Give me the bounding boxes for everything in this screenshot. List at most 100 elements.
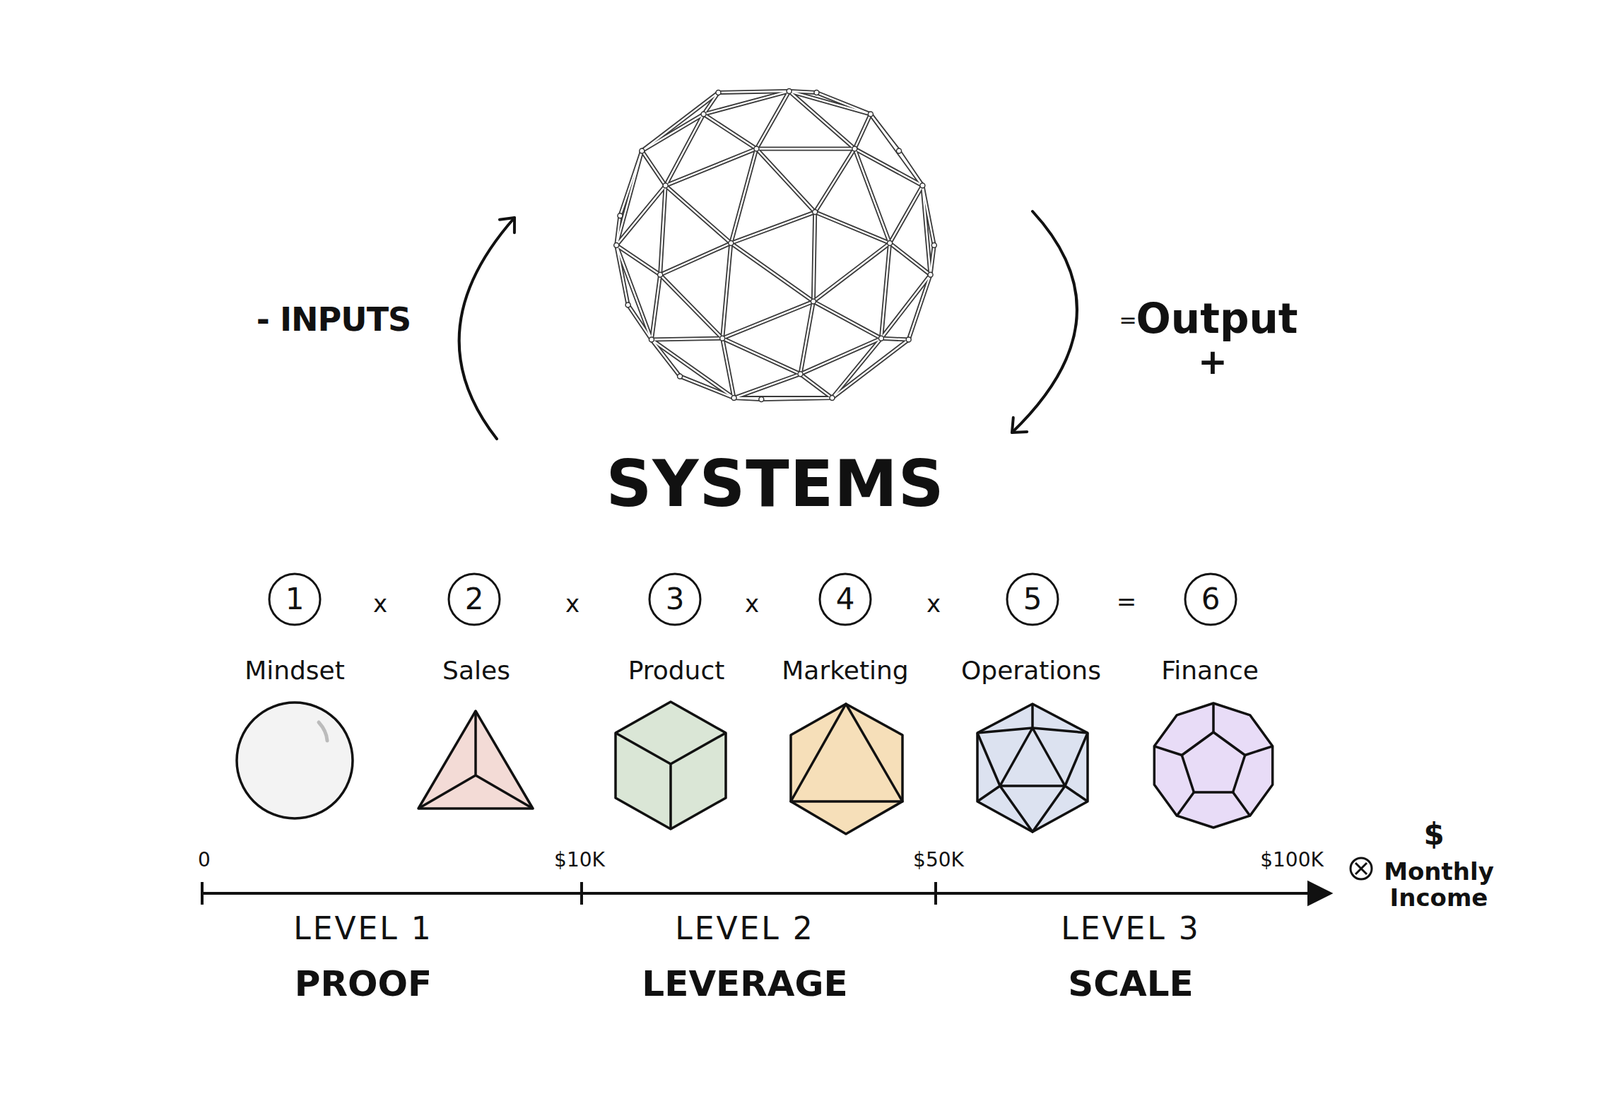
strut — [718, 91, 790, 93]
multiply-sign: x — [373, 590, 388, 617]
equals-sign: = — [1118, 308, 1137, 332]
dodecahedron-edge — [1212, 703, 1215, 733]
strut — [660, 185, 666, 275]
level-name: SCALE — [1067, 964, 1193, 1004]
strut — [665, 185, 732, 244]
geodesic-sphere — [614, 89, 938, 403]
level-number-slot: LEVEL 2 — [674, 911, 815, 946]
diagram-title: SYSTEMS — [605, 448, 945, 519]
strut — [651, 338, 723, 340]
cycle-arrow — [1012, 211, 1078, 433]
number-circle: 2 — [447, 572, 502, 627]
axis-title-slot: Monthly Income — [1371, 858, 1507, 912]
strut — [813, 243, 890, 302]
pillar-label-slot: Marketing — [781, 656, 909, 685]
strut — [730, 212, 815, 244]
strut — [870, 114, 899, 152]
strut — [722, 338, 734, 398]
strut — [870, 114, 899, 152]
strut — [734, 373, 801, 398]
icosahedron-solid — [977, 703, 1088, 832]
strut — [881, 243, 890, 339]
hub — [701, 111, 707, 117]
strut — [616, 245, 628, 305]
hub — [829, 395, 835, 401]
multiply-sign-slot: x — [744, 590, 760, 617]
strut — [703, 114, 757, 150]
strut — [651, 339, 680, 377]
hub — [715, 89, 721, 95]
strut — [889, 243, 931, 275]
strut — [922, 185, 934, 246]
number-circle: 1 — [267, 572, 322, 627]
strut — [703, 114, 757, 150]
multiply-sign: x — [926, 590, 941, 617]
hub — [662, 183, 668, 188]
hub — [754, 146, 760, 152]
strut — [922, 185, 934, 246]
strut — [722, 338, 734, 398]
strut — [641, 92, 719, 152]
pillar-label: Mindset — [244, 656, 345, 685]
cycle-arrow — [459, 217, 515, 439]
level-number-slot: LEVEL 3 — [1060, 911, 1201, 946]
strut — [756, 148, 815, 213]
strut — [881, 338, 909, 340]
circle-outline — [819, 573, 871, 625]
hub — [814, 89, 820, 95]
tick-label-slot: $100K — [1260, 849, 1324, 872]
strut — [816, 92, 870, 115]
tetrahedron-solid — [418, 710, 533, 809]
hub — [657, 272, 663, 278]
strut — [616, 245, 628, 305]
strut — [800, 373, 833, 398]
strut — [641, 114, 704, 152]
number-circle: 6 — [1183, 572, 1238, 627]
strut — [660, 185, 666, 275]
strut — [734, 397, 833, 399]
circle-outline — [1185, 573, 1237, 625]
dodecahedron-edge — [1154, 746, 1182, 756]
tick-label-slot: $50K — [913, 849, 964, 872]
strut — [761, 397, 832, 400]
axis-title: Monthly Income — [1371, 858, 1507, 912]
callout-number: 2 — [465, 583, 485, 616]
strut — [889, 243, 931, 275]
strut — [881, 274, 931, 339]
hub — [812, 209, 818, 215]
callout-number: 1 — [285, 583, 305, 616]
strut — [813, 243, 890, 302]
strut — [814, 212, 890, 244]
strut — [813, 301, 882, 339]
strut — [730, 243, 814, 302]
input-label-slot: - INPUTS — [256, 301, 411, 338]
strut — [616, 245, 652, 340]
strut — [616, 245, 652, 340]
strut — [730, 243, 814, 302]
equals-sign: = — [1116, 588, 1138, 615]
hub — [867, 111, 873, 117]
octahedron-solid — [790, 703, 903, 834]
strut — [660, 243, 731, 275]
strut — [660, 243, 731, 275]
strut — [870, 114, 923, 186]
strut — [722, 301, 814, 339]
strut — [756, 147, 855, 150]
hub — [920, 183, 926, 188]
strut — [718, 91, 790, 93]
strut — [889, 185, 923, 244]
tick-label: $10K — [554, 849, 605, 872]
level-name: PROOF — [294, 964, 432, 1004]
input-label: - INPUTS — [256, 301, 411, 338]
level-name-slot: LEVERAGE — [641, 964, 848, 1004]
dodecahedron-solid — [1154, 703, 1273, 828]
level-name-slot: PROOF — [294, 964, 432, 1004]
strut — [730, 148, 757, 244]
strut — [889, 185, 923, 244]
hub — [759, 396, 764, 402]
strut — [854, 114, 871, 150]
strut — [881, 338, 909, 340]
strut — [854, 148, 890, 244]
strut — [651, 339, 735, 399]
hub — [927, 272, 933, 278]
